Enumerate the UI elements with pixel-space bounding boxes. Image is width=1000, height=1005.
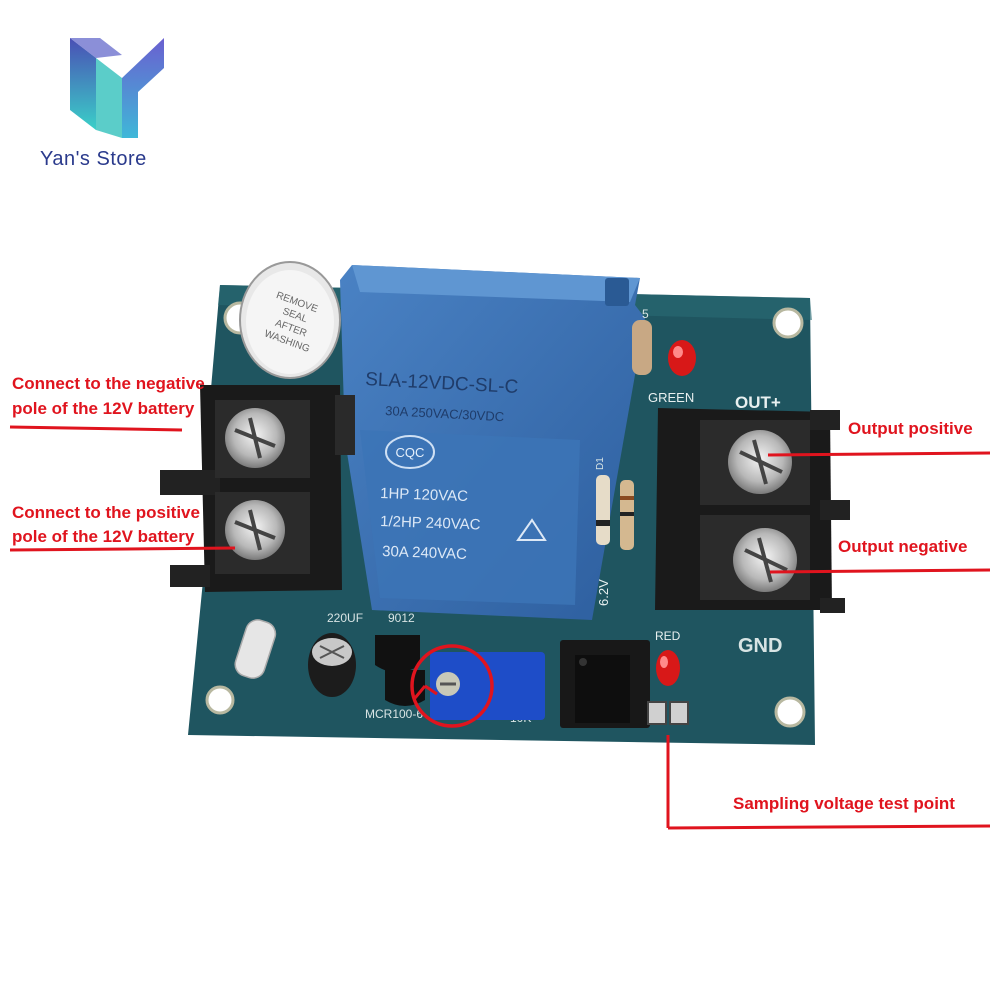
out-plus-label: OUT+ xyxy=(735,393,781,412)
adjustment-highlight-circle xyxy=(410,644,494,728)
label-output-positive: Output positive xyxy=(848,419,973,438)
relay-amp-text: 30A 240VAC xyxy=(382,543,467,563)
resistor-label: 5 xyxy=(642,307,649,321)
potentiometer xyxy=(430,652,545,720)
label-output-negative: Output negative xyxy=(838,537,968,556)
ic-chip xyxy=(560,640,650,728)
power-resistor xyxy=(234,619,277,679)
resistor xyxy=(632,320,652,375)
relay: SLA-12VDC-SL-C 30A 250VAC/30VDC CQC 1HP … xyxy=(340,265,645,620)
relay-rating-text: 30A 250VAC/30VDC xyxy=(385,403,505,424)
diodes xyxy=(596,475,634,550)
relay-hp1-text: 1HP 120VAC xyxy=(380,485,469,505)
zener-label: 6.2V xyxy=(596,579,611,606)
line-output-negative xyxy=(769,568,991,574)
relay-cert-text: CQC xyxy=(396,445,425,460)
label-negative-input-line1: Connect to the negative xyxy=(12,374,205,393)
mount-hole xyxy=(774,696,806,728)
annotation-lines xyxy=(9,425,991,830)
label-positive-input-line1: Connect to the positive xyxy=(12,503,200,522)
mount-hole xyxy=(772,307,804,339)
line-output-positive xyxy=(767,451,991,457)
input-terminal-block xyxy=(160,385,355,592)
cap-label: 220UF xyxy=(327,611,363,625)
green-led-label: GREEN xyxy=(648,390,694,405)
mount-hole xyxy=(205,685,235,715)
red-led-label: RED xyxy=(655,629,681,643)
transistor-label: 9012 xyxy=(388,611,415,625)
transistor xyxy=(375,635,420,673)
buzzer: REMOVE SEAL AFTER WASHING xyxy=(239,261,341,379)
scr xyxy=(385,670,425,706)
green-led xyxy=(668,340,696,376)
line-sampling-horizontal xyxy=(667,824,991,830)
store-logo xyxy=(70,38,164,138)
red-led xyxy=(656,650,680,686)
label-positive-input-line2: pole of the 12V battery xyxy=(12,527,195,546)
gnd-label: GND xyxy=(738,635,782,657)
capacitor xyxy=(308,633,356,697)
test-point-pins xyxy=(647,701,689,725)
line-negative-input xyxy=(9,425,183,432)
diode-label: D1 xyxy=(595,457,606,470)
line-positive-input xyxy=(9,546,236,552)
relay-hp2-text: 1/2HP 240VAC xyxy=(380,513,481,533)
adjustment-arrow-icon xyxy=(413,684,438,699)
output-terminal-block xyxy=(655,408,850,613)
label-sampling-test-point: Sampling voltage test point xyxy=(733,794,955,813)
label-negative-input-line2: pole of the 12V battery xyxy=(12,399,195,418)
mcr-label: MCR100-6 xyxy=(365,707,423,721)
store-name: Yan's Store xyxy=(40,148,147,170)
